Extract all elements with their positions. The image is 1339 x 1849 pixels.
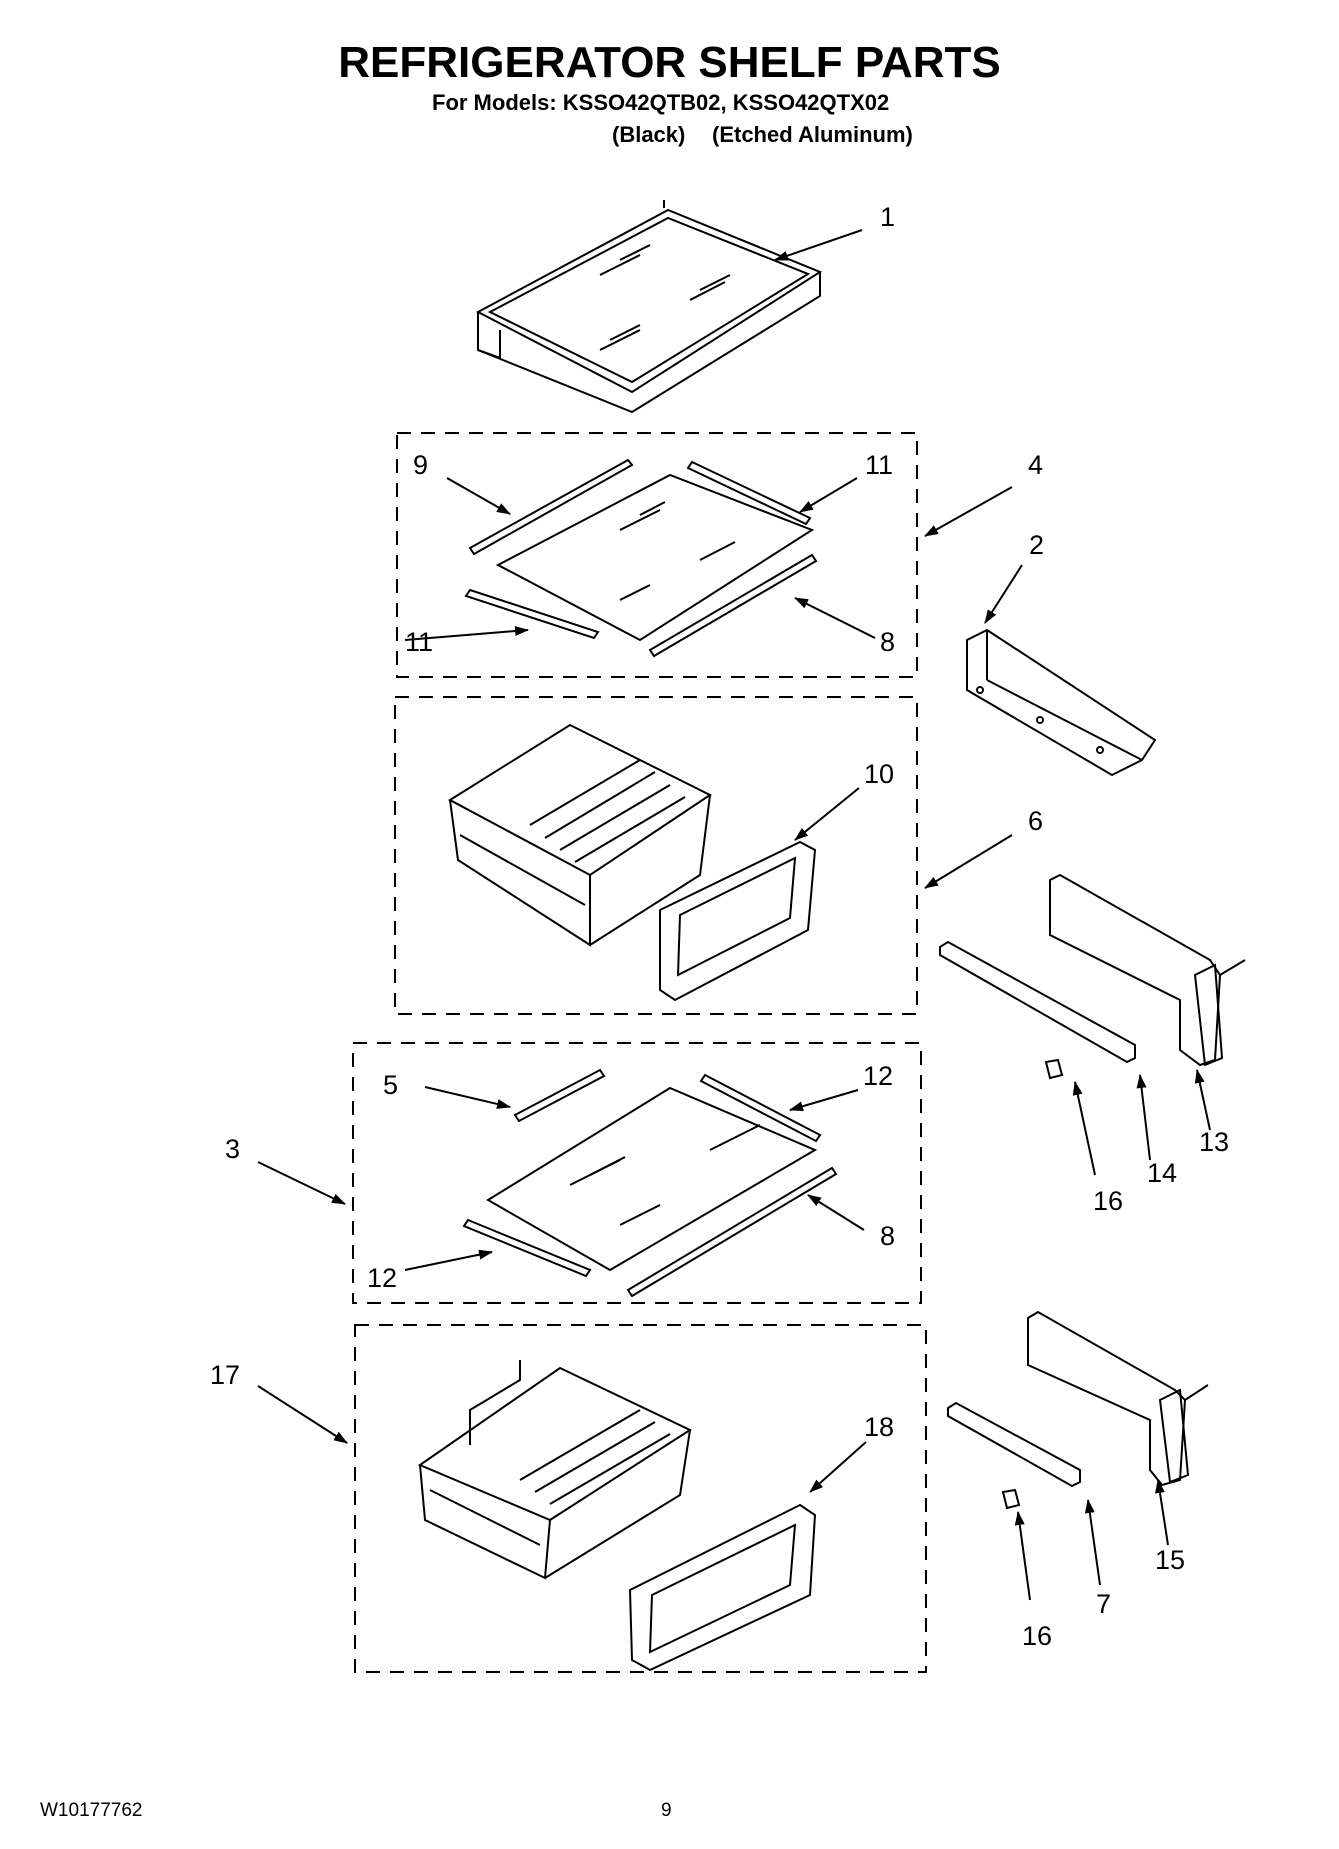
callout-6: 6 bbox=[1028, 806, 1043, 836]
part-1-shelf-illustration bbox=[475, 200, 823, 414]
callout-4: 4 bbox=[1028, 450, 1043, 480]
callout-8-upper: 8 bbox=[880, 627, 895, 657]
leader-arrows bbox=[257, 229, 1211, 1601]
callout-9: 9 bbox=[413, 450, 428, 480]
models-line: For Models: KSSO42QTB02, KSSO42QTX02 bbox=[432, 90, 890, 115]
callout-15: 15 bbox=[1155, 1545, 1185, 1575]
callout-13: 13 bbox=[1199, 1127, 1229, 1157]
assembly-box-4 bbox=[396, 432, 918, 678]
part-6-crisper-drawer-illustration bbox=[448, 723, 712, 947]
part-7-15-rail-assembly-illustration bbox=[947, 1310, 1209, 1510]
callout-5: 5 bbox=[383, 1070, 398, 1100]
part-2-bracket-illustration bbox=[966, 628, 1157, 777]
part-17-freezer-basket-illustration bbox=[417, 1360, 693, 1580]
callout-12-left: 12 bbox=[367, 1263, 397, 1293]
callout-14: 14 bbox=[1147, 1158, 1177, 1188]
callout-8-lower: 8 bbox=[880, 1221, 895, 1251]
part-10-drawer-front-illustration bbox=[659, 840, 817, 1002]
assembly-box-6 bbox=[394, 696, 918, 1015]
variant-etched-label: (Etched Aluminum) bbox=[712, 122, 913, 147]
callout-16-upper: 16 bbox=[1093, 1186, 1123, 1216]
callout-12-right: 12 bbox=[863, 1061, 893, 1091]
document-number: W10177762 bbox=[40, 1800, 143, 1821]
assembly-box-17 bbox=[354, 1324, 927, 1673]
callout-7: 7 bbox=[1096, 1589, 1111, 1619]
callout-2: 2 bbox=[1029, 530, 1044, 560]
assembly-box-3 bbox=[352, 1042, 922, 1304]
callout-11-left: 11 bbox=[405, 627, 433, 657]
part-18-basket-front-illustration bbox=[628, 1503, 817, 1672]
callout-17: 17 bbox=[210, 1360, 240, 1390]
variant-black-label: (Black) bbox=[612, 122, 686, 147]
callout-3: 3 bbox=[225, 1134, 240, 1164]
callout-1: 1 bbox=[880, 202, 895, 232]
callout-11-right: 11 bbox=[865, 450, 893, 480]
page-number: 9 bbox=[661, 1800, 672, 1821]
part-3-shelf-assembly-illustration bbox=[462, 1068, 838, 1298]
callout-10: 10 bbox=[864, 759, 894, 789]
part-13-14-rail-assembly-illustration bbox=[939, 873, 1246, 1080]
callout-16-lower: 16 bbox=[1022, 1621, 1052, 1651]
page-title: REFRIGERATOR SHELF PARTS bbox=[338, 38, 1001, 87]
part-4-shelf-assembly-illustration bbox=[464, 458, 818, 658]
callout-18: 18 bbox=[864, 1412, 894, 1442]
